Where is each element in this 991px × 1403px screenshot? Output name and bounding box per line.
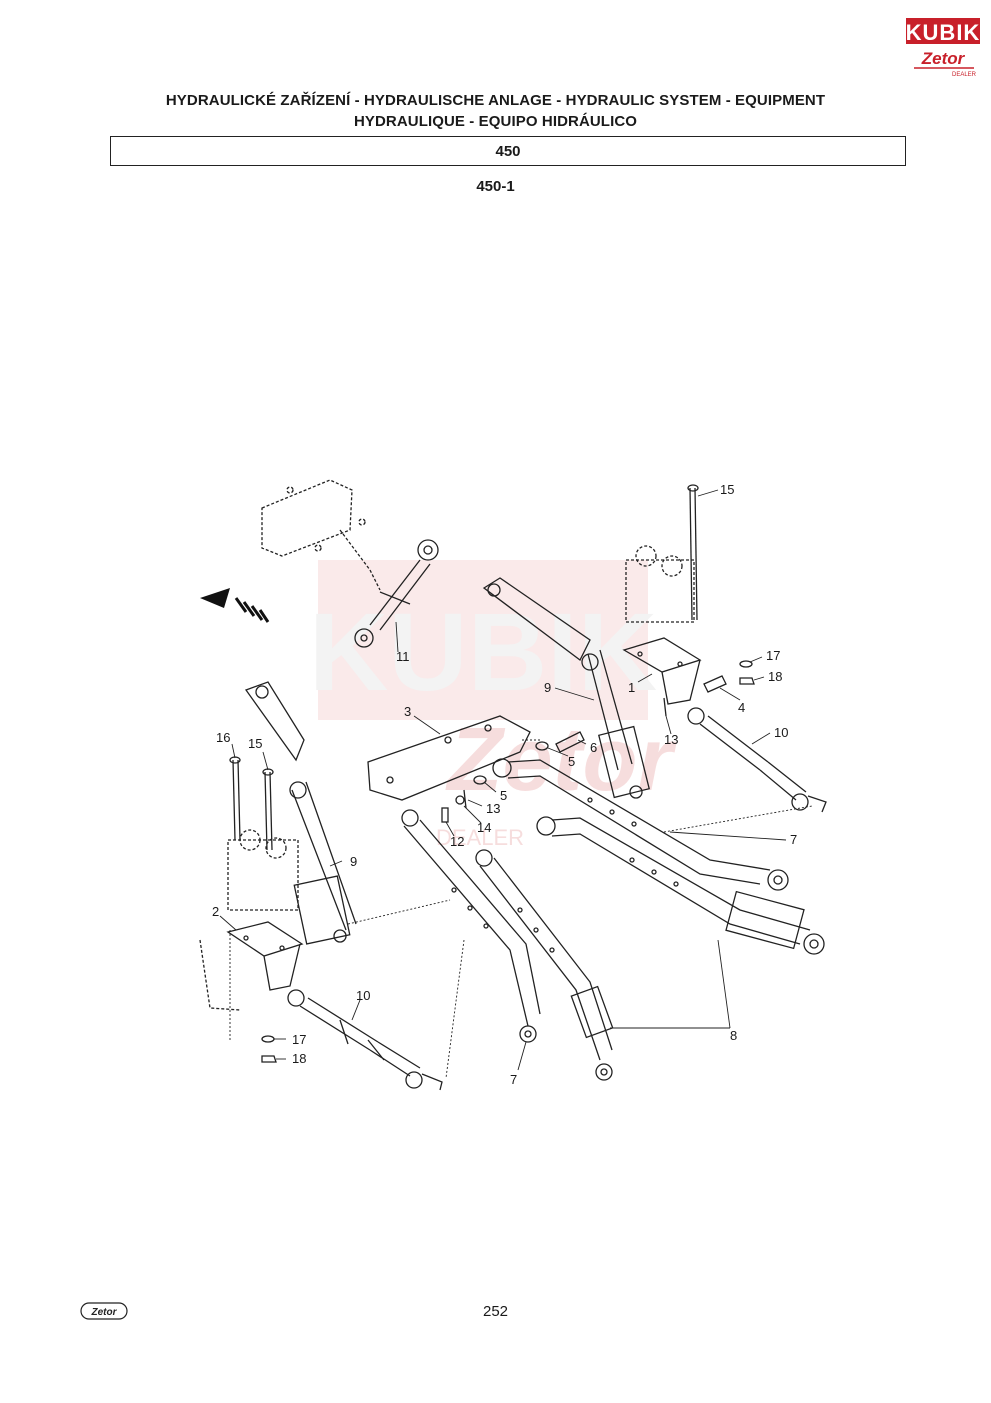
callout-3: 3 bbox=[404, 704, 411, 719]
callout-17-left: 17 bbox=[292, 1032, 306, 1047]
section-number-box: 450 bbox=[110, 136, 906, 166]
watermark-brand-text: KUBIK bbox=[309, 591, 657, 714]
callout-18-left: 18 bbox=[292, 1051, 306, 1066]
logo-background bbox=[906, 18, 980, 44]
lift-arm-left bbox=[244, 681, 357, 945]
bolt-14 bbox=[455, 795, 465, 805]
pin-6 bbox=[555, 731, 585, 753]
watermark-sub-text: Zetor bbox=[445, 710, 678, 810]
top-link-11 bbox=[354, 539, 439, 648]
lower-link-7-right bbox=[492, 758, 789, 891]
callout-4: 4 bbox=[738, 700, 745, 715]
callout-2: 2 bbox=[212, 904, 219, 919]
nut-18-right bbox=[739, 677, 755, 685]
plate-3 bbox=[367, 715, 531, 801]
callout-14: 14 bbox=[477, 820, 491, 835]
washer-5-upper bbox=[535, 741, 549, 751]
pin-12 bbox=[441, 807, 449, 823]
plate-1 bbox=[622, 637, 702, 705]
section-number: 450 bbox=[495, 142, 521, 160]
washer-5-lower bbox=[473, 775, 487, 785]
footer-logo-text: Zetor bbox=[91, 1307, 118, 1318]
right-housing bbox=[625, 545, 695, 623]
callout-11: 11 bbox=[396, 649, 410, 664]
page-number: 252 bbox=[482, 1303, 509, 1320]
stabilizer-10-right bbox=[687, 707, 827, 813]
callout-10-right: 10 bbox=[774, 725, 788, 740]
bolt-16 bbox=[229, 756, 241, 841]
callout-15-left: 15 bbox=[248, 736, 262, 751]
logo-tag-text: DEALER bbox=[952, 72, 977, 78]
bolt-15-right bbox=[687, 484, 699, 621]
callout-7-right: 7 bbox=[790, 832, 797, 847]
mounting-bracket bbox=[261, 479, 381, 591]
callout-18-right: 18 bbox=[768, 669, 782, 684]
washer-17-left bbox=[261, 1035, 275, 1043]
direction-arrow bbox=[200, 588, 270, 623]
logo-brand-text: KUBIK bbox=[906, 20, 981, 45]
pin-4 bbox=[703, 675, 727, 693]
left-housing bbox=[227, 829, 299, 911]
spring-pin-13 bbox=[463, 697, 667, 809]
subsection-number: 450-1 bbox=[476, 178, 515, 195]
lower-link-8-left bbox=[475, 849, 614, 1081]
callout-13-right: 13 bbox=[664, 732, 678, 747]
callout-9-left: 9 bbox=[350, 854, 357, 869]
callout-12: 12 bbox=[450, 834, 464, 849]
callout-7-left: 7 bbox=[510, 1072, 517, 1087]
watermark-tag-text: DEALER bbox=[436, 825, 524, 850]
callout-6: 6 bbox=[590, 740, 597, 755]
leader-lines bbox=[219, 489, 787, 1071]
page-title-line-2: HYDRAULIQUE - EQUIPO HIDRÁULICO bbox=[353, 113, 638, 130]
callout-5-lower: 5 bbox=[500, 788, 507, 803]
lower-link-8-right bbox=[536, 816, 825, 955]
callout-13-center: 13 bbox=[486, 801, 500, 816]
nut-18-left bbox=[261, 1055, 277, 1063]
kubik-zetor-logo: KUBIK Zetor DEALER bbox=[906, 18, 981, 78]
bolt-15-left bbox=[262, 768, 274, 851]
callout-9-right: 9 bbox=[544, 680, 551, 695]
lower-link-7-left bbox=[401, 809, 541, 1043]
callout-10-left: 10 bbox=[356, 988, 370, 1003]
lift-arm-right bbox=[482, 577, 650, 799]
callout-15-right: 15 bbox=[720, 482, 734, 497]
callout-17-right: 17 bbox=[766, 648, 780, 663]
callout-5-upper: 5 bbox=[568, 754, 575, 769]
callout-1: 1 bbox=[628, 680, 635, 695]
washer-17-right bbox=[739, 660, 753, 668]
footer-zetor-logo: Zetor bbox=[80, 1302, 128, 1320]
stabilizer-10-left bbox=[287, 989, 443, 1091]
callout-16: 16 bbox=[216, 730, 230, 745]
logo-sub-text: Zetor bbox=[921, 49, 966, 68]
plate-2 bbox=[199, 921, 304, 1011]
connection-lines bbox=[229, 739, 813, 1079]
callout-8: 8 bbox=[730, 1028, 737, 1043]
page-title-line-1: HYDRAULICKÉ ZAŘÍZENÍ - HYDRAULISCHE ANLA… bbox=[165, 92, 826, 109]
callout-labels: 15 11 17 18 9 1 4 13 10 3 6 5 5 13 14 12… bbox=[212, 482, 797, 1087]
